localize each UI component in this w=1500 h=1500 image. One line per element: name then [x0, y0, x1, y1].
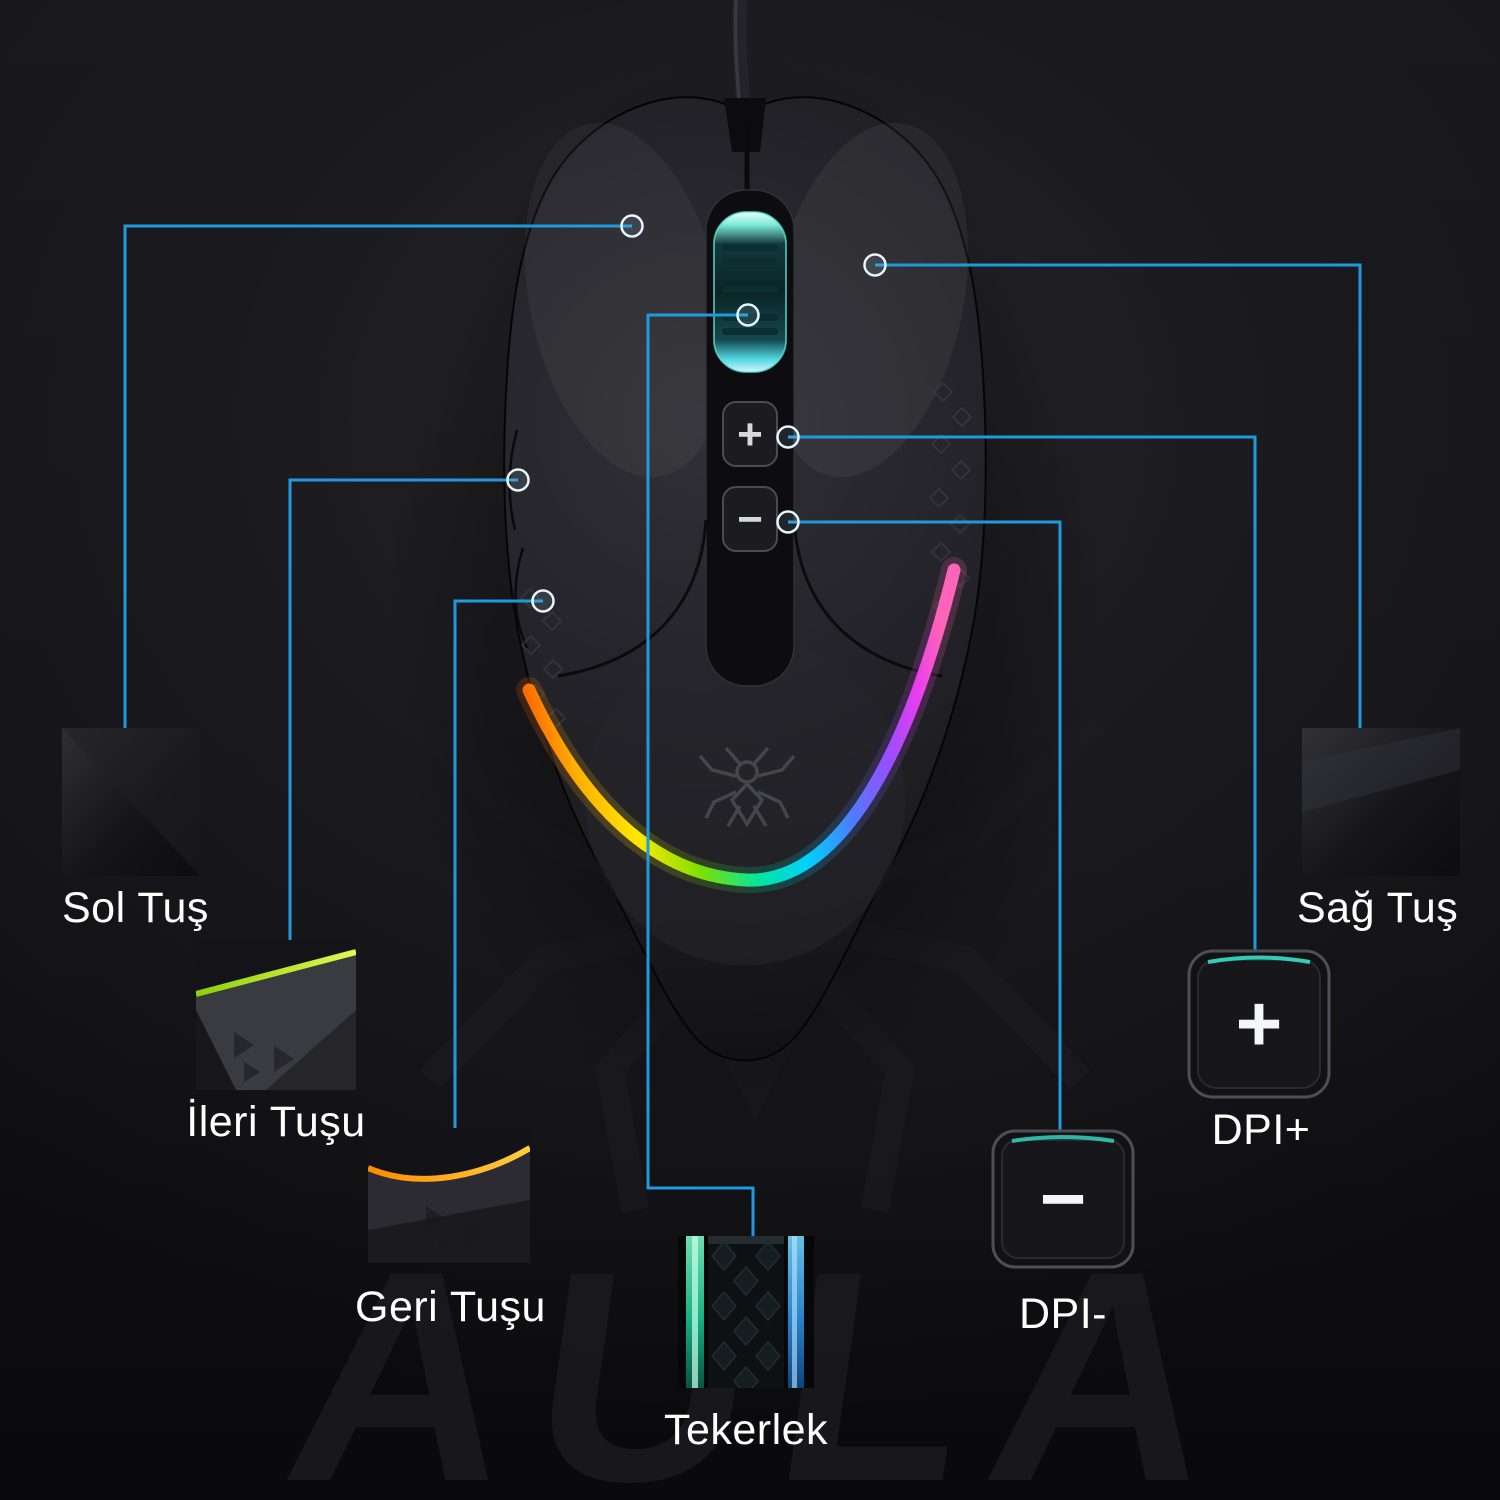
callout-line-left-button: [123, 224, 632, 732]
callout-marker-dpi-minus: [776, 510, 800, 534]
left-button-thumbnail: [62, 728, 200, 876]
back-button-thumbnail: [368, 1128, 530, 1263]
spider-logo: [698, 746, 796, 828]
callout-line-dpi-minus: [788, 520, 1062, 1130]
mouse-top-view: + −: [503, 96, 987, 1062]
callout-line-right-button: [875, 263, 1362, 730]
label-left-button: Sol Tuş: [62, 884, 209, 932]
dpi-minus-button: −: [722, 486, 778, 552]
dpi-minus-thumbnail: −: [990, 1128, 1136, 1270]
callout-marker-forward-button: [506, 468, 530, 492]
callout-marker-right-button: [863, 253, 887, 277]
dpi-minus-thumbnail-symbol: −: [1039, 1154, 1087, 1243]
dpi-plus-thumbnail-symbol: +: [1235, 979, 1283, 1068]
callout-marker-back-button: [531, 589, 555, 613]
label-dpi-minus: DPI-: [1019, 1290, 1107, 1338]
callout-marker-left-button: [620, 214, 644, 238]
dpi-plus-button-glyph: +: [737, 410, 763, 459]
callout-line-dpi-plus: [788, 435, 1257, 950]
label-forward-button: İleri Tuşu: [186, 1098, 366, 1146]
callout-lines: [123, 224, 1362, 1238]
label-right-button: Sağ Tuş: [1297, 884, 1459, 932]
label-wheel: Tekerlek: [663, 1406, 829, 1454]
callout-marker-dpi-plus: [776, 425, 800, 449]
callout-line-back-button: [453, 599, 543, 1130]
dpi-minus-button-glyph: −: [737, 495, 763, 544]
callout-markers: [506, 214, 887, 613]
right-button-thumbnail: [1302, 728, 1460, 876]
callout-line-wheel: [646, 313, 755, 1238]
label-dpi-plus: DPI+: [1211, 1106, 1311, 1154]
forward-button-thumbnail: [196, 940, 356, 1090]
dpi-plus-button: +: [722, 401, 778, 467]
dpi-plus-thumbnail: +: [1186, 948, 1332, 1100]
right-button-seam: [792, 519, 943, 678]
callout-marker-wheel: [736, 303, 760, 327]
left-button-seam: [557, 519, 708, 678]
back-side-button: [514, 547, 529, 649]
callout-line-forward-button: [288, 478, 518, 942]
wheel-thumbnail: [678, 1236, 814, 1388]
left-button-sheen: [524, 122, 726, 478]
palm-sheen: [585, 635, 905, 965]
scroll-wheel: [713, 211, 787, 373]
label-back-button: Geri Tuşu: [355, 1283, 546, 1331]
right-button-sheen: [767, 122, 969, 478]
rgb-light-stripe: [516, 557, 967, 894]
